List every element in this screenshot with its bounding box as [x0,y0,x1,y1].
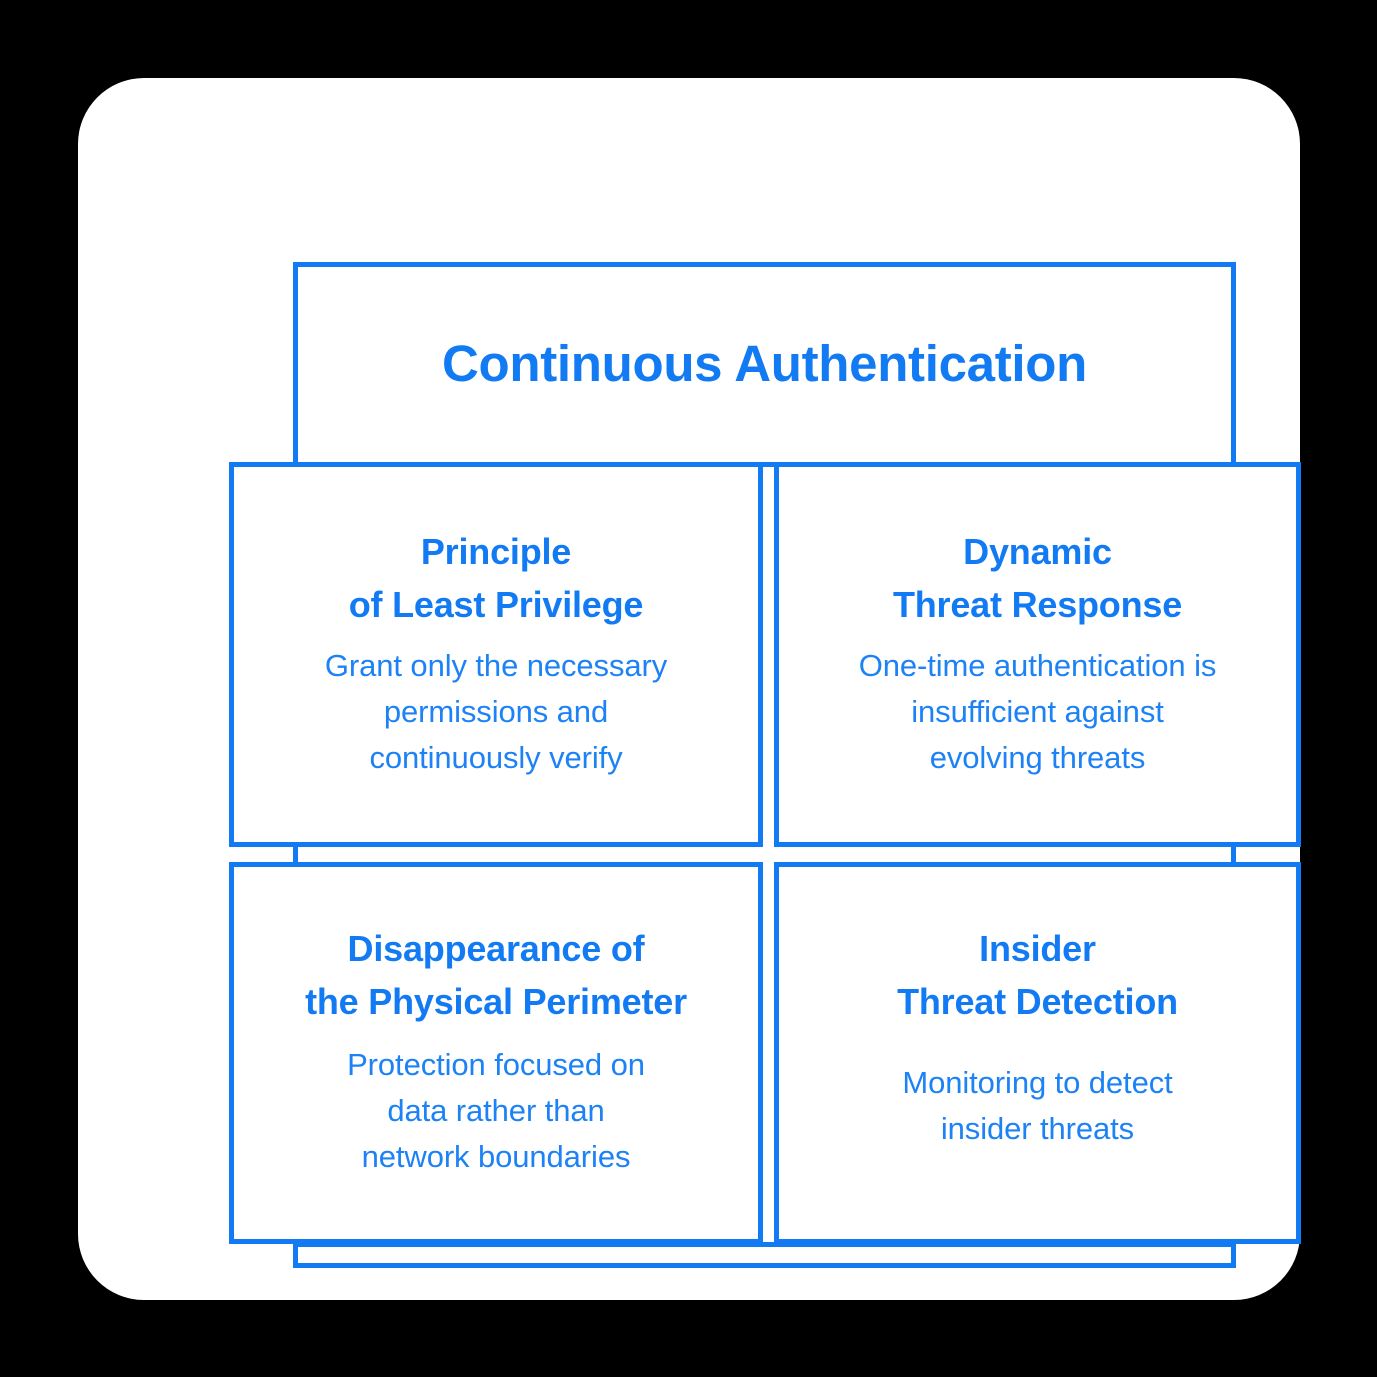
connector-left-vertical [293,842,298,867]
quadrant-insider-threat-detection[interactable]: Insider Threat Detection Monitoring to d… [774,862,1301,1244]
quadrant-body: Monitoring to detect insider threats [902,1065,1173,1146]
quadrant-dynamic-threat-response[interactable]: Dynamic Threat Response One-time authent… [774,462,1301,847]
quadrant-heading: Principle of Least Privilege [348,531,644,625]
root-node-title: Continuous Authentication [441,335,1088,393]
quadrant-body: Protection focused on data rather than n… [347,1047,645,1174]
bottom-connector-bar [293,1242,1236,1268]
quadrant-heading: Dynamic Threat Response [892,531,1183,625]
quadrant-body: Grant only the necessary permissions and… [324,648,668,775]
diagram-card: Continuous Authentication Principle of L… [78,78,1301,1300]
quadrant-principle-of-least-privilege[interactable]: Principle of Least Privilege Grant only … [229,462,763,847]
quadrant-disappearance-of-the-physical-perimeter[interactable]: Disappearance of the Physical Perimeter … [229,862,763,1244]
root-node-box[interactable]: Continuous Authentication [293,262,1236,467]
quadrant-heading: Insider Threat Detection [897,928,1178,1022]
quadrant-heading: Disappearance of the Physical Perimeter [305,928,687,1022]
connector-right-vertical [1231,842,1236,867]
quadrant-body: One-time authentication is insufficient … [858,648,1217,775]
